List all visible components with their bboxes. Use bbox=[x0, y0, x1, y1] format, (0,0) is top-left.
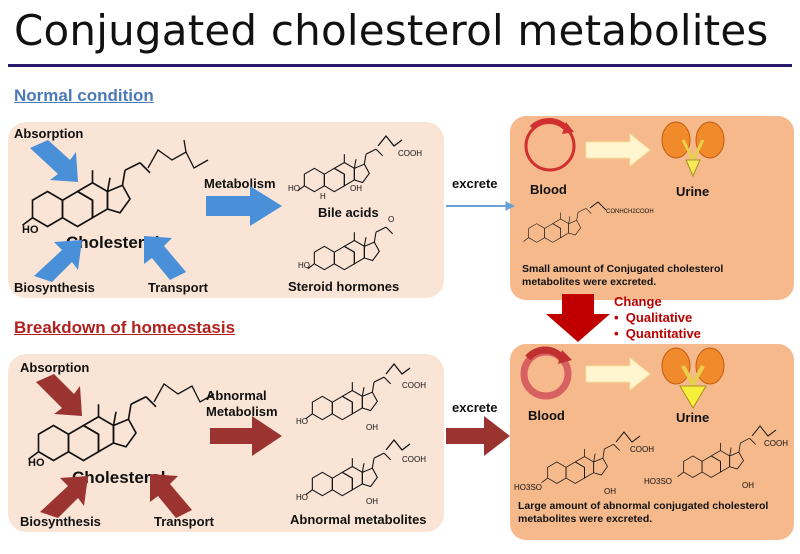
change-arrow bbox=[546, 294, 610, 342]
breakdown-cholesterol-label: Cholesterol bbox=[72, 468, 166, 487]
biosynthesis-label: Biosynthesis bbox=[14, 280, 95, 295]
cholesterol-structure-normal bbox=[21, 139, 209, 228]
metabolism-arrow bbox=[206, 186, 282, 226]
biosynthesis-arrow bbox=[34, 240, 82, 282]
transport-arrow bbox=[144, 236, 186, 280]
steroid-hormones-label: Steroid hormones bbox=[288, 279, 400, 294]
breakdown-absorption-arrow bbox=[36, 374, 82, 416]
breakdown-excrete-label: excrete bbox=[452, 400, 498, 415]
page-title: Conjugated cholesterol metabolites bbox=[14, 6, 769, 55]
excrete-arrow bbox=[446, 201, 516, 211]
change-label: Change bbox=[614, 294, 662, 309]
breakdown-transport-label: Transport bbox=[154, 514, 214, 529]
steroid-hormone-structure bbox=[307, 226, 394, 271]
hso-label-2: HO3SO bbox=[644, 477, 672, 486]
kidney-icon-normal bbox=[661, 121, 725, 178]
normal-result-note: Small amount of Conjugated cholesterol m… bbox=[522, 263, 724, 288]
urine-label: Urine bbox=[676, 184, 710, 199]
oh-label-2: OH bbox=[366, 423, 378, 432]
abnormal-metabolite-structure-1 bbox=[305, 362, 411, 421]
oh-label-1: OH bbox=[350, 184, 362, 193]
ho-label-5: HO bbox=[296, 417, 308, 426]
absorption-label: Absorption bbox=[14, 126, 84, 141]
abnormal-metabolites-label: Abnormal metabolites bbox=[290, 512, 427, 527]
bile-acids-label: Bile acids bbox=[318, 205, 379, 220]
kidney-icon-breakdown bbox=[661, 347, 725, 409]
cooh-label-4: COOH bbox=[630, 445, 654, 454]
breakdown-biosynthesis-label: Biosynthesis bbox=[20, 514, 101, 529]
cholesterol-label: Cholesterol bbox=[66, 233, 160, 252]
cooh-label-3: COOH bbox=[402, 455, 426, 464]
ho-label-4: HO bbox=[28, 457, 45, 469]
metabolism-label: Metabolism bbox=[204, 176, 276, 191]
cooh-label-2: COOH bbox=[402, 381, 426, 390]
sulfated-metabolite-structure-2 bbox=[677, 425, 777, 478]
blood-to-urine-arrow-breakdown bbox=[585, 356, 651, 392]
abnormal-metabolism-arrow bbox=[210, 416, 282, 456]
absorption-arrow bbox=[30, 140, 78, 182]
hso-label-1: HO3SO bbox=[514, 483, 542, 492]
cooh-label-5: COOH bbox=[764, 439, 788, 448]
ho-label-6: HO bbox=[296, 493, 308, 502]
breakdown-result-note: Large amount of abnormal conjugated chol… bbox=[518, 500, 769, 525]
breakdown-transport-arrow bbox=[150, 474, 192, 518]
transport-label: Transport bbox=[148, 280, 208, 295]
conjugated-metabolite-structure bbox=[522, 201, 607, 243]
blood-circulation-icon bbox=[524, 117, 576, 172]
excrete-label: excrete bbox=[452, 176, 498, 191]
normal-result-panel bbox=[510, 116, 794, 300]
blood-label: Blood bbox=[530, 182, 567, 197]
breakdown-heading: Breakdown of homeostasis bbox=[14, 318, 236, 337]
change-qualitative: • Qualitative bbox=[614, 310, 693, 325]
breakdown-urine-label: Urine bbox=[676, 410, 710, 425]
ho-label-1: HO bbox=[22, 224, 39, 236]
ho-label-2: HO bbox=[288, 184, 300, 193]
cholesterol-structure-breakdown bbox=[27, 383, 215, 462]
blood-to-urine-arrow-normal bbox=[585, 132, 651, 168]
conhch2cooh-label: CONHCH2COOH bbox=[606, 209, 654, 215]
h-label-1: H bbox=[320, 192, 326, 201]
oh-label-4: OH bbox=[604, 487, 616, 496]
title-divider bbox=[8, 64, 792, 67]
normal-condition-heading: Normal condition bbox=[14, 86, 154, 105]
ho-label-3: HO bbox=[298, 261, 310, 270]
bile-acid-structure bbox=[297, 134, 403, 193]
change-quantitative: • Quantitative bbox=[614, 326, 701, 341]
sulfated-metabolite-structure-1 bbox=[541, 431, 641, 484]
breakdown-blood-label: Blood bbox=[528, 408, 565, 423]
oh-label-5: OH bbox=[742, 481, 754, 490]
breakdown-excrete-arrow bbox=[446, 416, 510, 456]
abnormal-metabolite-structure-2 bbox=[305, 438, 411, 497]
breakdown-blood-circulation-icon bbox=[520, 346, 572, 400]
breakdown-absorption-label: Absorption bbox=[20, 360, 90, 375]
breakdown-result-panel bbox=[510, 344, 794, 540]
oh-label-3: OH bbox=[366, 497, 378, 506]
breakdown-biosynthesis-arrow bbox=[40, 476, 88, 518]
o-label-1: O bbox=[388, 215, 394, 224]
cooh-label-1: COOH bbox=[398, 149, 422, 158]
abnormal-metabolism-label: Abnormal Metabolism bbox=[206, 388, 278, 419]
